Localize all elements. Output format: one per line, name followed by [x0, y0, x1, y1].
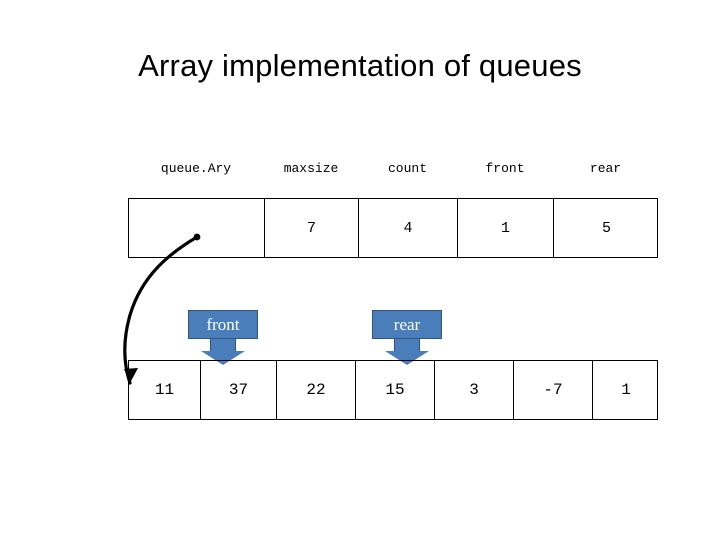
array-cell-5: -7: [514, 361, 593, 419]
array-cell-3: 15: [356, 361, 435, 419]
callout-rear: rear: [372, 310, 446, 366]
page-title: Array implementation of queues: [138, 48, 582, 83]
struct-cell-front: 1: [458, 199, 554, 257]
array-cell-2: 22: [277, 361, 356, 419]
callout-front-stem: [210, 339, 236, 351]
struct-cell-maxsize: 7: [265, 199, 359, 257]
struct-field-labels: queue.Ary maxsize count front rear: [128, 161, 658, 179]
callout-rear-arrowhead: [385, 351, 429, 365]
callout-rear-stem: [394, 339, 420, 351]
struct-label-maxsize: maxsize: [283, 161, 339, 176]
struct-cell-queue-ary: [129, 199, 265, 257]
queue-array-table: 11 37 22 15 3 -7 1: [128, 360, 658, 420]
array-cell-0: 11: [129, 361, 201, 419]
struct-label-count: count: [387, 161, 427, 176]
struct-cell-count: 4: [359, 199, 458, 257]
struct-label-queue-ary: queue.Ary: [160, 161, 232, 176]
array-cell-6: 1: [621, 381, 631, 399]
callout-front-label: front: [188, 310, 258, 339]
pointer-arrow-icon: [123, 233, 201, 385]
struct-label-front: front: [485, 161, 525, 176]
struct-label-rear: rear: [589, 161, 622, 176]
callout-rear-label: rear: [372, 310, 442, 339]
callout-front: front: [188, 310, 262, 366]
struct-cell-rear: 5: [601, 219, 611, 237]
callout-front-arrowhead: [201, 351, 245, 365]
array-cell-4: 3: [435, 361, 514, 419]
array-cell-1: 37: [201, 361, 277, 419]
queue-struct-table: 7 4 1 5: [128, 198, 658, 258]
